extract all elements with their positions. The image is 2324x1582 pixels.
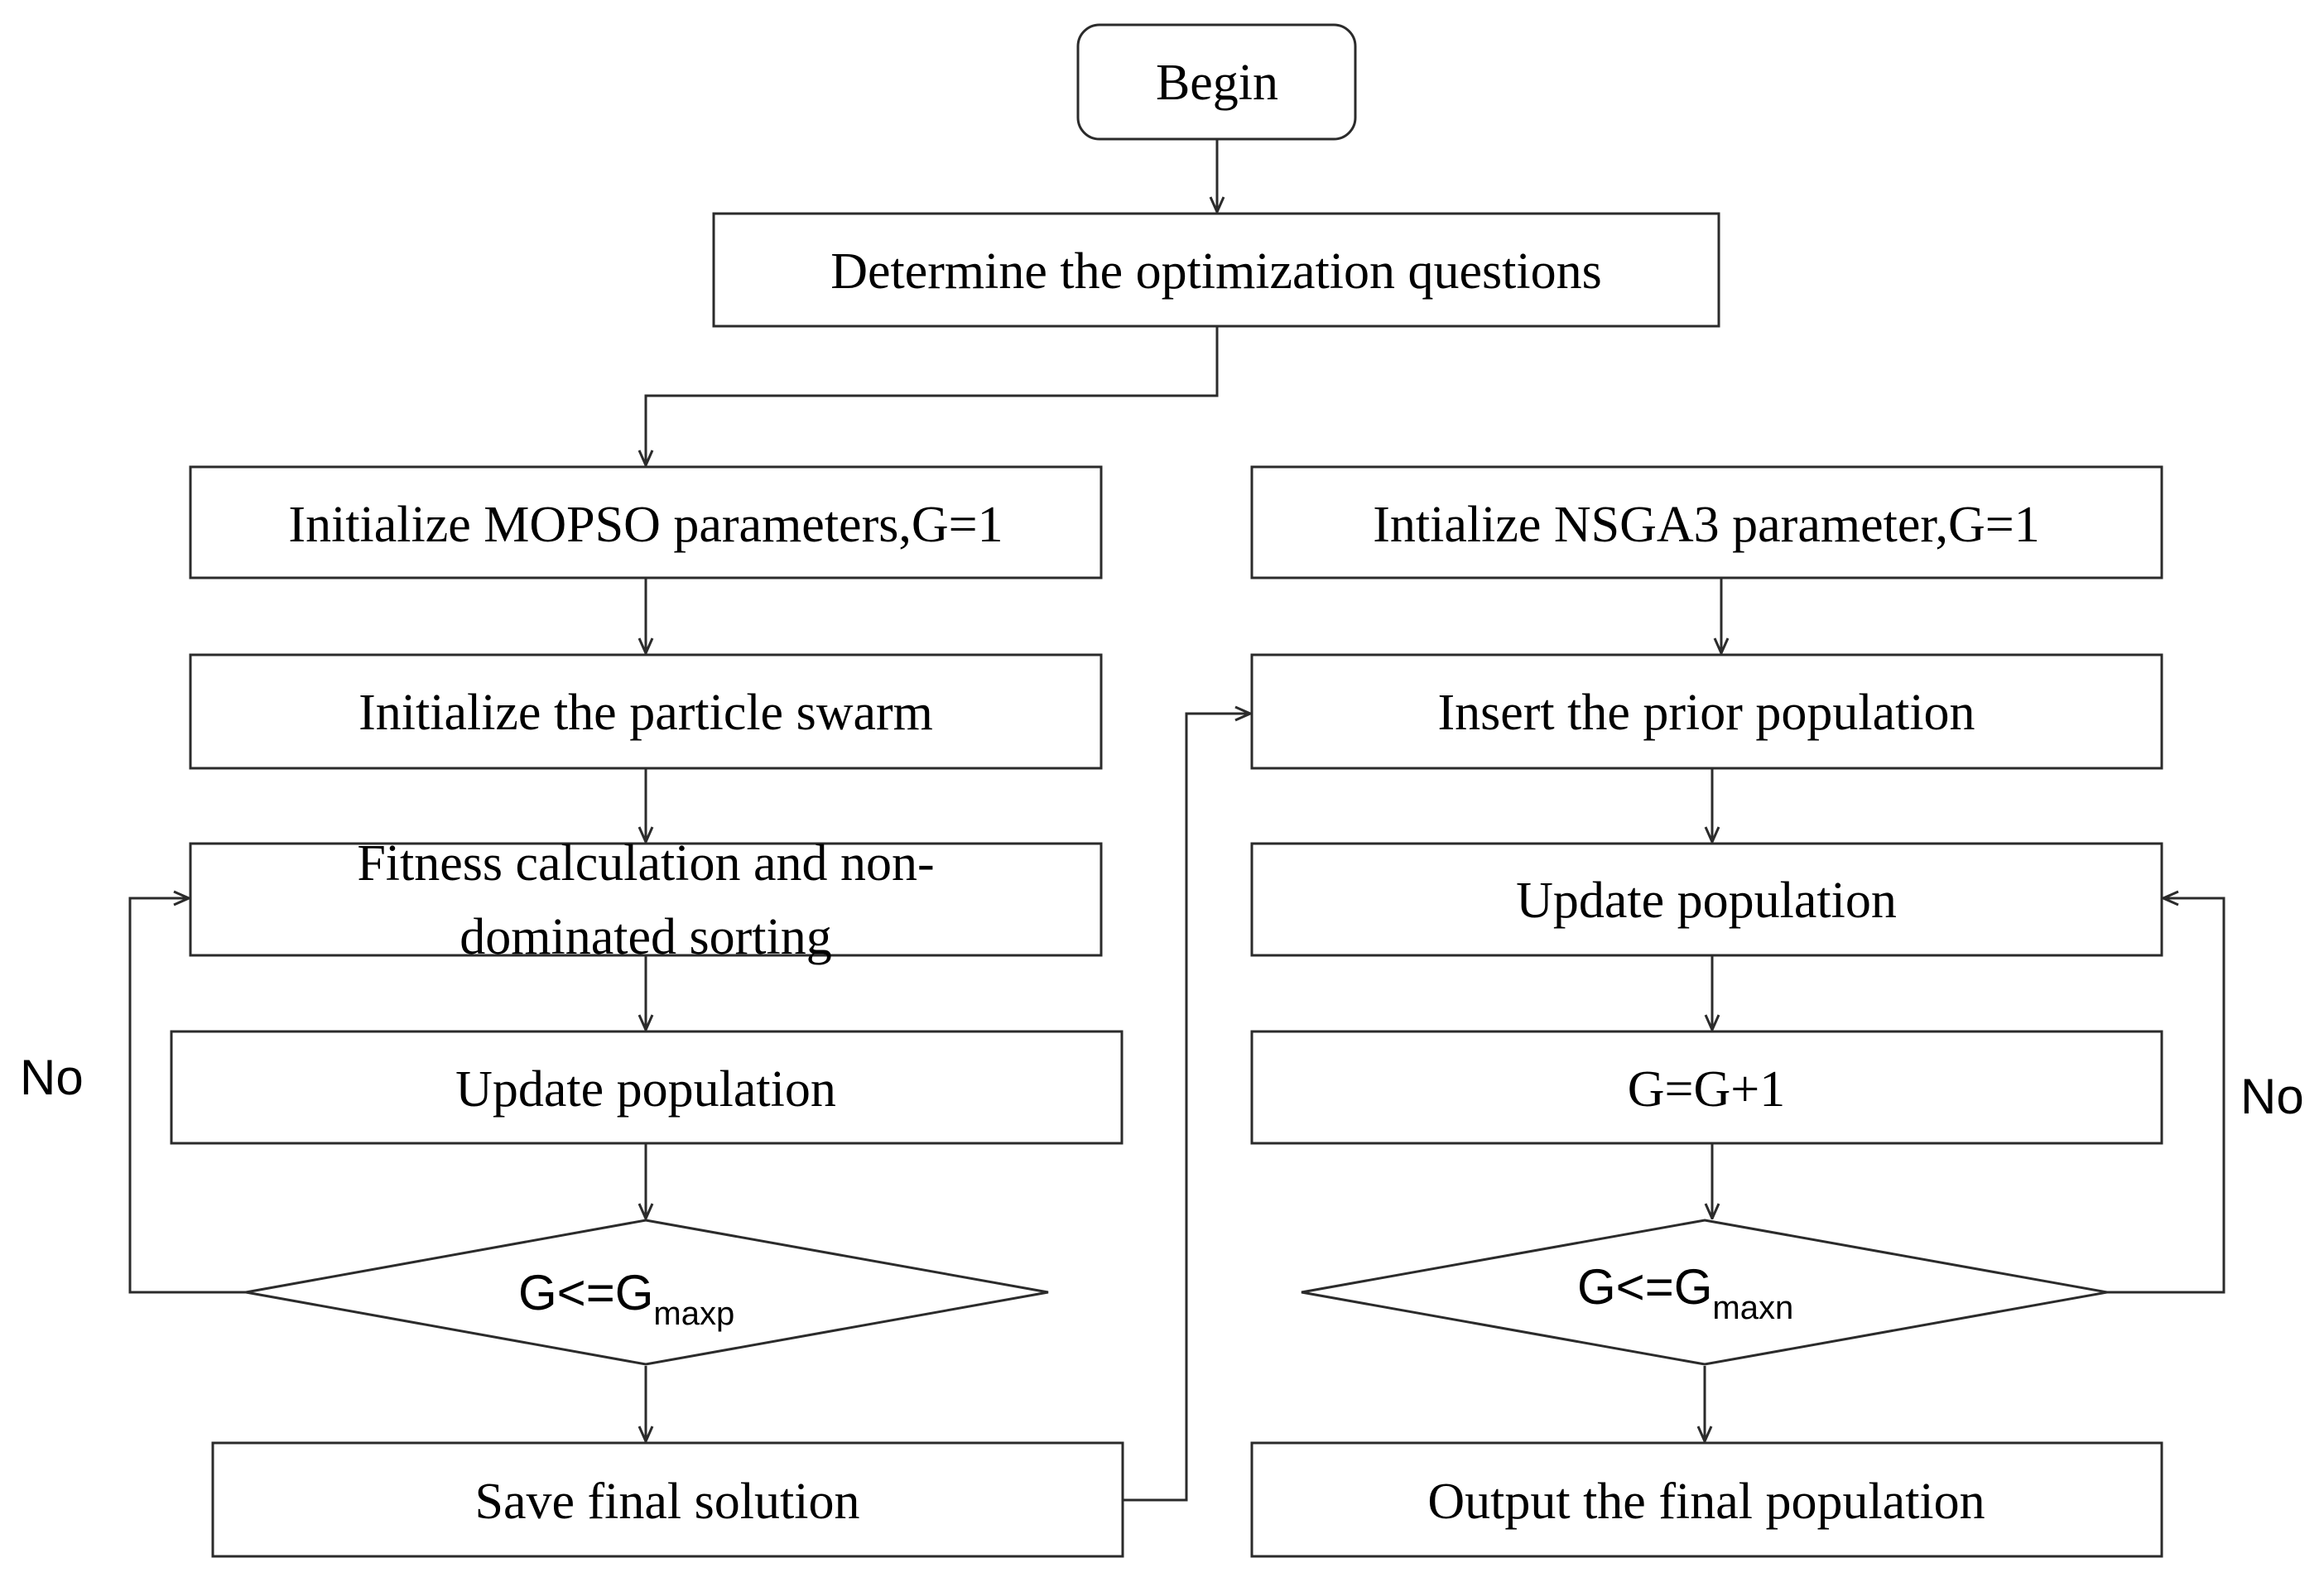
decision-left: G<=Gmaxp — [245, 1219, 1049, 1366]
increment-label: G=G+1 — [1628, 1061, 1785, 1118]
node-fitness-sorting: Fitness calculation and non- dominated s… — [189, 835, 1103, 965]
node-save-final-solution: Save final solution — [211, 1441, 1124, 1558]
edge-save-to-insert-prior — [1123, 714, 1250, 1502]
node-insert-prior-population: Insert the prior population — [1250, 653, 2163, 770]
save-final-label: Save final solution — [475, 1474, 860, 1530]
node-update-population-right: Update population — [1250, 842, 2163, 957]
decision-right-label: G<=Gmaxn — [1577, 1259, 1793, 1326]
determine-label: Determine the optimization questions — [830, 243, 1602, 300]
insert-prior-label: Insert the prior population — [1437, 685, 1975, 741]
update-left-label: Update population — [455, 1061, 836, 1118]
no-label-left: No — [20, 1050, 84, 1105]
edge-decision-left-no-loop — [128, 898, 246, 1294]
node-output-final-population: Output the final population — [1250, 1441, 2163, 1558]
node-increment-g: G=G+1 — [1250, 1030, 2163, 1145]
node-begin: Begin — [1076, 23, 1357, 141]
node-update-population-left: Update population — [170, 1030, 1124, 1145]
output-final-label: Output the final population — [1427, 1474, 1985, 1530]
node-init-mopso: Initialize MOPSO parameters,G=1 — [189, 465, 1103, 579]
fitness-label-line1: Fitness calculation and non- — [357, 835, 934, 892]
edge-determine-to-init-mopso — [646, 326, 1219, 465]
fitness-label-line2: dominated sorting — [460, 909, 831, 965]
init-nsga3-label: Intialize NSGA3 parameter,G=1 — [1373, 497, 2040, 553]
init-swarm-label: Initialize the particle swarm — [358, 685, 933, 741]
node-init-swarm: Initialize the particle swarm — [189, 653, 1103, 770]
init-mopso-label: Initialize MOPSO parameters,G=1 — [288, 497, 1003, 553]
no-label-right: No — [2240, 1069, 2304, 1124]
edge-decision-right-no-loop — [2107, 898, 2225, 1294]
begin-label: Begin — [1156, 55, 1278, 111]
decision-left-label: G<=Gmaxp — [518, 1265, 734, 1332]
update-right-label: Update population — [1516, 873, 1897, 929]
decision-right: G<=Gmaxn — [1301, 1219, 2108, 1366]
edges — [128, 139, 2225, 1502]
node-determine-questions: Determine the optimization questions — [712, 212, 1720, 328]
node-init-nsga3: Intialize NSGA3 parameter,G=1 — [1250, 465, 2163, 579]
